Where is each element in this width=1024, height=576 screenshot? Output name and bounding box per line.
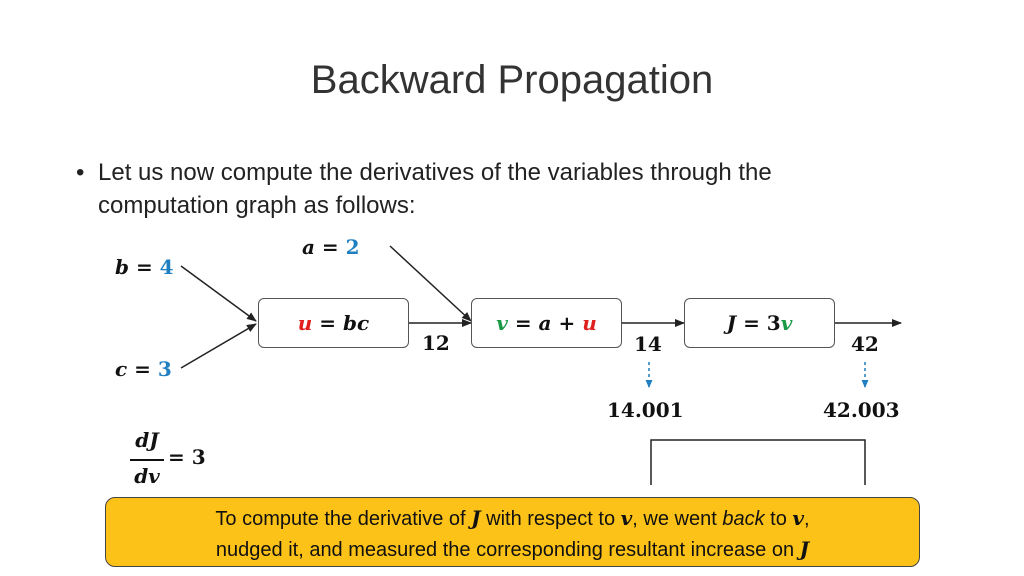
callout-symbol-v: v	[620, 506, 633, 530]
node-v: v = a + u	[471, 298, 622, 348]
nudged-value-J: 42.003	[823, 398, 900, 422]
callout-line-1: To compute the derivative of J with resp…	[106, 503, 919, 534]
bullet-text: Let us now compute the derivatives of th…	[98, 156, 898, 222]
bullet-line-2: computation graph as follows:	[98, 192, 416, 219]
callout-text-6: nudged it, and measured the correspondin…	[215, 539, 800, 561]
callout-text-1: To compute the derivative of	[215, 508, 472, 530]
node-J-var: v	[780, 311, 793, 335]
callout-line-2: nudged it, and measured the correspondin…	[106, 534, 919, 565]
callout-text-3: , we went	[632, 508, 723, 530]
bullet-line-1: Let us now compute the derivatives of th…	[98, 159, 772, 186]
edge-b-to-u	[180, 265, 257, 322]
callout-symbol-J: J	[471, 506, 481, 530]
measure-bracket	[650, 439, 866, 485]
node-u-rhs: bc	[343, 311, 370, 335]
input-a-name: a	[302, 235, 315, 259]
node-v-lhs: v	[496, 311, 508, 335]
input-c: c = 3	[115, 357, 172, 381]
node-u-lhs: u	[297, 311, 313, 335]
derivative-value: 3	[191, 445, 206, 469]
node-v-rhs-u: u	[582, 311, 597, 335]
input-b-name: b	[115, 255, 129, 279]
node-u: u = bc	[258, 298, 409, 348]
explanation-callout: To compute the derivative of J with resp…	[105, 497, 920, 567]
node-J-coef: 3	[766, 311, 781, 335]
edge-value-v: 14	[634, 332, 662, 356]
fraction-bar	[130, 459, 164, 461]
node-J-lhs: J	[726, 311, 737, 335]
node-v-rhs-a: a	[538, 311, 552, 335]
slide-title: Backward Propagation	[310, 58, 714, 102]
input-c-name: c	[115, 357, 128, 381]
edge-value-u: 12	[422, 331, 450, 355]
input-c-value: 3	[157, 357, 172, 381]
nudged-value-v: 14.001	[607, 398, 684, 422]
input-a-value: 2	[345, 235, 360, 259]
callout-text-5: ,	[804, 508, 810, 530]
callout-text-4: to	[764, 508, 793, 530]
callout-text-2: with respect to	[480, 508, 621, 530]
derivative-numerator: dJ	[135, 428, 159, 452]
bullet-dot: •	[76, 159, 85, 186]
input-b: b = 4	[115, 255, 174, 279]
callout-word-back: back	[722, 508, 765, 530]
edge-c-to-u	[180, 323, 257, 369]
callout-symbol-J2: J	[799, 537, 810, 561]
input-b-value: 4	[159, 255, 174, 279]
edge-a-to-v	[389, 245, 472, 322]
edge-value-J: 42	[851, 332, 879, 356]
derivative-denominator: dv	[134, 464, 160, 488]
input-a: a = 2	[302, 235, 360, 259]
derivative-equals: = 3	[168, 445, 206, 469]
callout-symbol-v2: v	[792, 506, 804, 530]
